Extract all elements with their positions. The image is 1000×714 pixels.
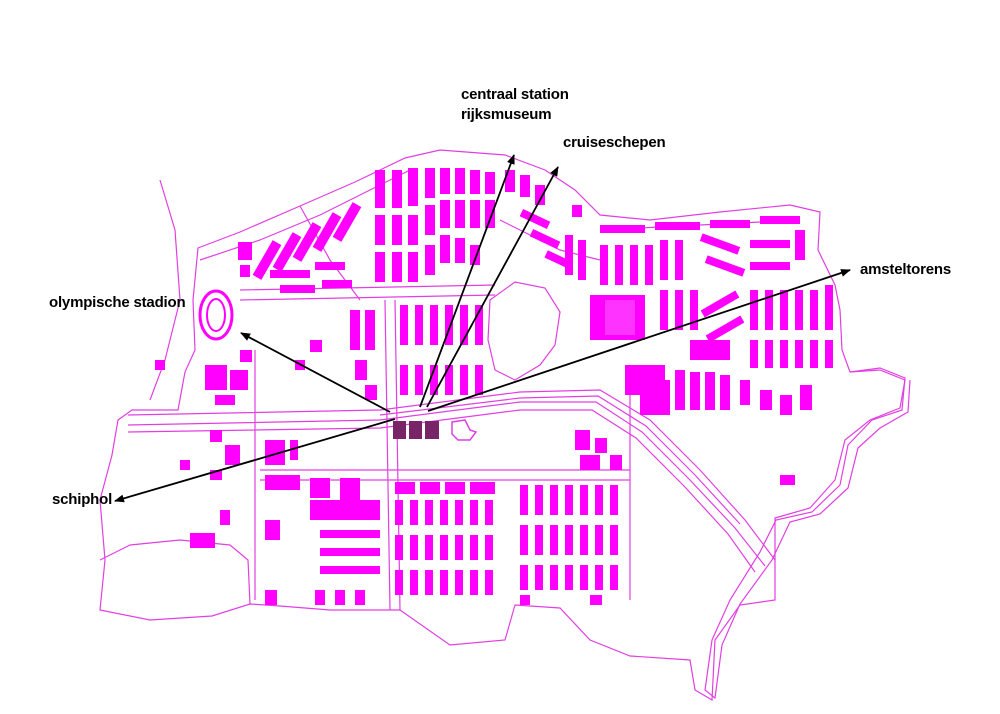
arrow-schiphol: [114, 418, 396, 503]
road-diagonal: [499, 219, 601, 261]
label-amsteltorens: amsteltorens: [860, 261, 951, 278]
olympic-stadium-track: [198, 289, 234, 341]
street-outlines: [99, 149, 911, 702]
label-cruiseschepen: cruiseschepen: [563, 134, 666, 151]
railway-line-2: [127, 401, 766, 567]
label-schiphol: schiphol: [52, 491, 113, 508]
road-east-west: [239, 294, 496, 301]
label-centraal-station: centraal station: [461, 86, 569, 103]
direction-arrows: [114, 154, 851, 503]
road-main-north-south-2: [394, 299, 401, 611]
project-site-outline: [451, 419, 478, 441]
label-olympische-stadion: olympische stadion: [49, 294, 186, 311]
arrow-centraal-station: [419, 154, 515, 408]
canal-southwest: [99, 539, 251, 605]
railway-line-3: [379, 395, 741, 525]
park-boundary: [487, 281, 561, 381]
building-blocks: [155, 168, 833, 605]
arrow-amsteltorens: [427, 269, 851, 412]
river-amstel: [704, 367, 911, 700]
label-rijksmuseum: rijksmuseum: [461, 106, 552, 123]
district-boundary: [99, 149, 906, 702]
arrow-olympische-stadion: [240, 332, 391, 413]
project-site-highlight: [393, 421, 439, 439]
railway-line-1: [127, 389, 776, 561]
arrow-cruiseschepen: [426, 166, 559, 408]
canal-west: [149, 179, 181, 401]
road-main-north-south: [384, 299, 391, 611]
road-east-west-2: [239, 284, 496, 291]
